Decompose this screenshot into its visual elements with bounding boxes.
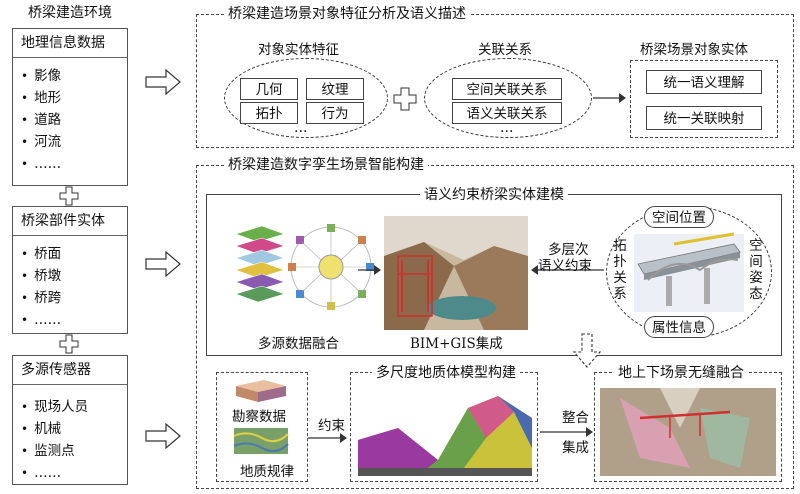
- bridge-parts-list: 桥面 桥墩 桥跨 ……: [21, 243, 61, 331]
- attribute-info-pill: 属性信息: [644, 316, 714, 338]
- geo-law-image: [233, 428, 289, 454]
- list-item: 机械: [21, 418, 88, 440]
- arrow-right-icon: [593, 93, 626, 103]
- bim-gis-label: BIM+GIS集成: [410, 336, 503, 352]
- entity-item-behavior: 行为: [306, 102, 364, 124]
- list-item: 监测点: [21, 440, 88, 462]
- arrow-right-icon: [358, 265, 381, 275]
- fusion-label: 多源数据融合: [258, 336, 339, 352]
- arrow-left-icon: [531, 265, 604, 275]
- bridge-parts-box: 桥梁部件实体 桥面 桥墩 桥跨 ……: [12, 206, 128, 334]
- semantic-modeling-title: 语义约束桥梁实体建模: [420, 186, 568, 204]
- bridge-parts-header: 桥梁部件实体: [13, 207, 127, 236]
- entity-item-more: …: [294, 120, 308, 136]
- list-item: ……: [21, 153, 61, 175]
- geo-data-box: 地理信息数据 影像 地形 道路 河流 ……: [12, 28, 128, 186]
- geo-data-header: 地理信息数据: [13, 29, 127, 58]
- arrow-down-icon: [572, 333, 602, 368]
- relation-ellipse: [424, 58, 592, 138]
- geo-law-label: 地质规律: [240, 464, 294, 480]
- list-item: 桥跨: [21, 287, 61, 309]
- left-title: 桥梁建造环境: [24, 4, 116, 22]
- sensors-box: 多源传感器 现场人员 机械 监测点 ……: [12, 355, 128, 485]
- entity-feature-label: 对象实体特征: [258, 42, 339, 58]
- layer-stack-image: [235, 225, 285, 303]
- survey-data-image: [236, 380, 286, 402]
- relation-item-spatial: 空间关联关系: [452, 78, 562, 100]
- arrow-right-icon: [308, 433, 347, 443]
- seamless-fusion-image: [600, 388, 776, 476]
- plus-icon: [393, 87, 417, 111]
- geomodel-title: 多尺度地质体模型构建: [372, 364, 520, 382]
- scene-construction-panel: [196, 165, 794, 489]
- bridge-model-image: [634, 232, 744, 312]
- arrow-right-icon: [540, 427, 593, 437]
- feature-analysis-title: 桥梁建造场景对象特征分析及语义描述: [224, 5, 470, 23]
- list-item: 桥墩: [21, 265, 61, 287]
- arrow-right-icon: [145, 250, 181, 278]
- arrow-right-icon: [145, 422, 181, 450]
- survey-data-label: 勘察数据: [232, 409, 286, 425]
- plus-icon: [59, 334, 79, 354]
- sensors-header: 多源传感器: [13, 356, 127, 385]
- scene-item-semantic: 统一语义理解: [646, 70, 762, 94]
- list-item: 河流: [21, 131, 61, 153]
- geomodel-image: [358, 396, 532, 476]
- entity-item-texture: 纹理: [306, 78, 364, 100]
- list-item: 道路: [21, 109, 61, 131]
- list-item: 现场人员: [21, 396, 88, 418]
- topology-relation-label: 拓扑关系: [613, 238, 627, 302]
- list-item: ……: [21, 462, 88, 484]
- list-item: ……: [21, 309, 61, 331]
- scene-entity-box: [630, 60, 778, 138]
- scene-entity-label: 桥梁场景对象实体: [640, 42, 748, 58]
- spatial-pose-label: 空间姿态: [749, 238, 763, 302]
- entity-item-topology: 拓扑: [240, 102, 298, 124]
- entity-feature-ellipse: [224, 58, 388, 138]
- plus-icon: [59, 186, 79, 206]
- seamless-fusion-title: 地上下场景无缝融合: [614, 364, 748, 382]
- constraint-label-2: 语义约束: [538, 258, 592, 274]
- feature-analysis-panel: [196, 14, 794, 148]
- sensors-list: 现场人员 机械 监测点 ……: [21, 396, 88, 484]
- bim-gis-image: [384, 216, 528, 330]
- data-wheel-image: [288, 224, 374, 310]
- spatial-position-pill: 空间位置: [644, 206, 714, 228]
- constraint-label-1: 多层次: [548, 242, 589, 258]
- entity-item-geometry: 几何: [240, 78, 298, 100]
- scene-item-mapping: 统一关联映射: [646, 106, 762, 130]
- relation-item-more: …: [500, 120, 514, 136]
- relation-item-semantic: 语义关联关系: [452, 102, 562, 124]
- constraint-text: 约束: [318, 418, 345, 434]
- geo-data-list: 影像 地形 道路 河流 ……: [21, 65, 61, 175]
- list-item: 影像: [21, 65, 61, 87]
- arrow-right-icon: [145, 68, 181, 96]
- integrate-label-2: 集成: [562, 440, 589, 456]
- list-item: 桥面: [21, 243, 61, 265]
- integrate-label-1: 整合: [562, 410, 589, 426]
- scene-construction-title: 桥梁建造数字孪生场景智能构建: [224, 156, 428, 174]
- list-item: 地形: [21, 87, 61, 109]
- relation-label: 关联关系: [478, 42, 532, 58]
